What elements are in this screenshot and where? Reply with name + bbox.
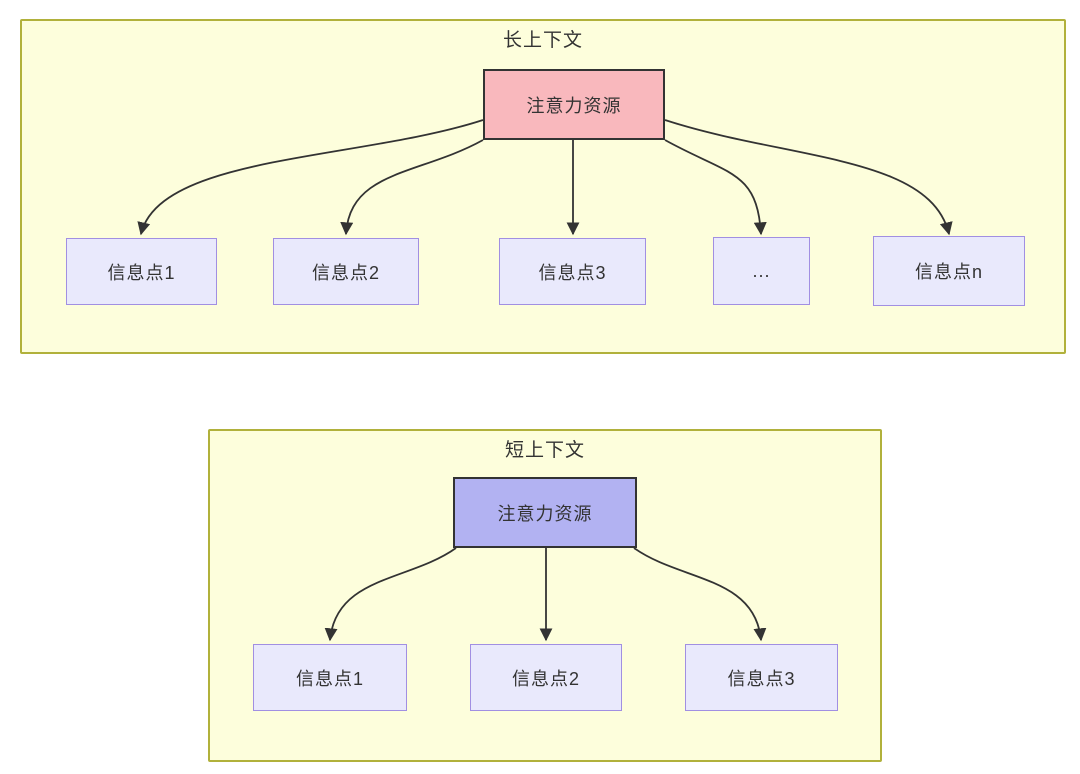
node-label: 信息点3 <box>538 262 607 283</box>
node-label: 信息点2 <box>311 262 380 283</box>
node-label: 注意力资源 <box>497 503 593 524</box>
long-context-arrows <box>137 119 953 236</box>
node-label: 信息点3 <box>727 668 796 689</box>
arrow-long-to-info-2 <box>340 139 484 236</box>
long-context-panel: 长上下文 注意力资源 信息点1 信息点2 信息点3 ... <box>20 19 1066 354</box>
node-label: 信息点2 <box>511 668 580 689</box>
arrow-long-to-info-1 <box>137 119 484 236</box>
short-info-node-3: 信息点3 <box>685 644 838 711</box>
long-info-node-1: 信息点1 <box>66 238 217 305</box>
short-info-node-1: 信息点1 <box>253 644 407 711</box>
long-info-node-3: 信息点3 <box>499 238 646 305</box>
node-label: 信息点1 <box>295 668 364 689</box>
long-info-node-ellipsis: ... <box>713 237 810 305</box>
attention-node-short: 注意力资源 <box>453 477 637 548</box>
long-info-node-2: 信息点2 <box>273 238 419 305</box>
node-label: ... <box>752 260 771 281</box>
short-context-title: 短上下文 <box>504 440 585 461</box>
long-info-node-n: 信息点n <box>873 236 1025 306</box>
arrow-short-to-info-3 <box>633 547 767 642</box>
arrow-long-to-info-n <box>664 119 953 236</box>
arrow-short-to-info-1 <box>324 547 457 642</box>
long-context-title: 长上下文 <box>502 30 583 51</box>
node-label: 注意力资源 <box>526 95 622 116</box>
short-context-arrows <box>324 547 767 642</box>
arrow-long-to-info-ellipsis <box>664 139 767 236</box>
node-label: 信息点n <box>914 262 983 282</box>
attention-node-long: 注意力资源 <box>483 69 665 140</box>
short-context-panel: 短上下文 注意力资源 信息点1 信息点2 信息点3 <box>208 429 882 762</box>
node-label: 信息点1 <box>107 262 176 283</box>
short-info-node-2: 信息点2 <box>470 644 622 711</box>
